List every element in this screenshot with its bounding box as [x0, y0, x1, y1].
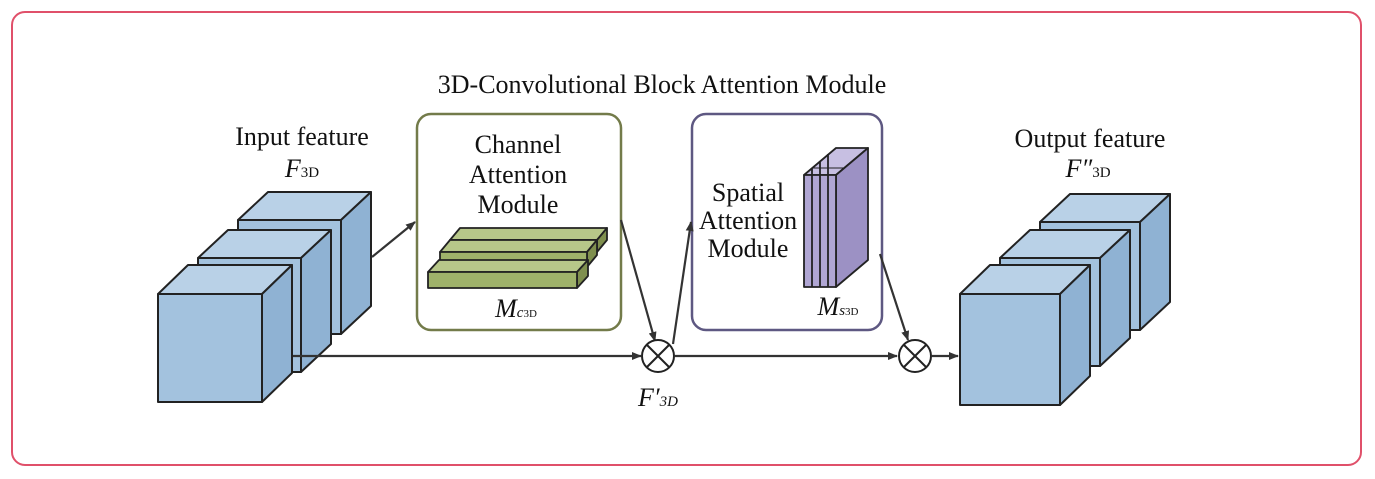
intermediate-feature-symbol: F′3D: [638, 383, 678, 412]
arrow-channel-to-multiply1: [619, 219, 657, 342]
spatial-module-line1: Spatial: [711, 178, 785, 207]
spatial-attention-slabs: [803, 147, 869, 288]
channel-bar-front: [427, 259, 589, 289]
input-feature-cubes: [157, 191, 372, 403]
outer-frame: [11, 11, 1362, 466]
spatial-module-line2: Attention: [698, 206, 798, 235]
diagram-title: 3D-Convolutional Block Attention Module: [437, 70, 887, 99]
output-feature-label: Output feature: [1014, 124, 1166, 153]
spatial-module-line3: Module: [707, 234, 789, 263]
input-cube-front: [157, 264, 293, 403]
multiply-operator-2: [898, 339, 932, 373]
arrow-spatial-to-multiply2: [878, 253, 910, 341]
input-feature-symbol: F3D: [284, 154, 320, 183]
spatial-attention-map-symbol: Ms3D: [817, 292, 859, 321]
output-feature-cubes: [959, 193, 1171, 406]
arrow-input-to-channel: [371, 221, 416, 258]
arrow-multiply1-to-spatial: [671, 221, 694, 345]
output-cube-front: [959, 264, 1091, 406]
input-feature-label: Input feature: [235, 122, 369, 151]
flow-arrows: [293, 219, 959, 360]
channel-module-line1: Channel: [474, 130, 562, 159]
channel-attention-map-symbol: Mc3D: [495, 294, 537, 323]
channel-module-line3: Module: [477, 190, 559, 219]
multiply-operator-1: [641, 339, 675, 373]
output-feature-symbol: F″3D: [1065, 154, 1111, 183]
channel-module-line2: Attention: [468, 160, 568, 189]
channel-attention-bars: [427, 227, 608, 289]
